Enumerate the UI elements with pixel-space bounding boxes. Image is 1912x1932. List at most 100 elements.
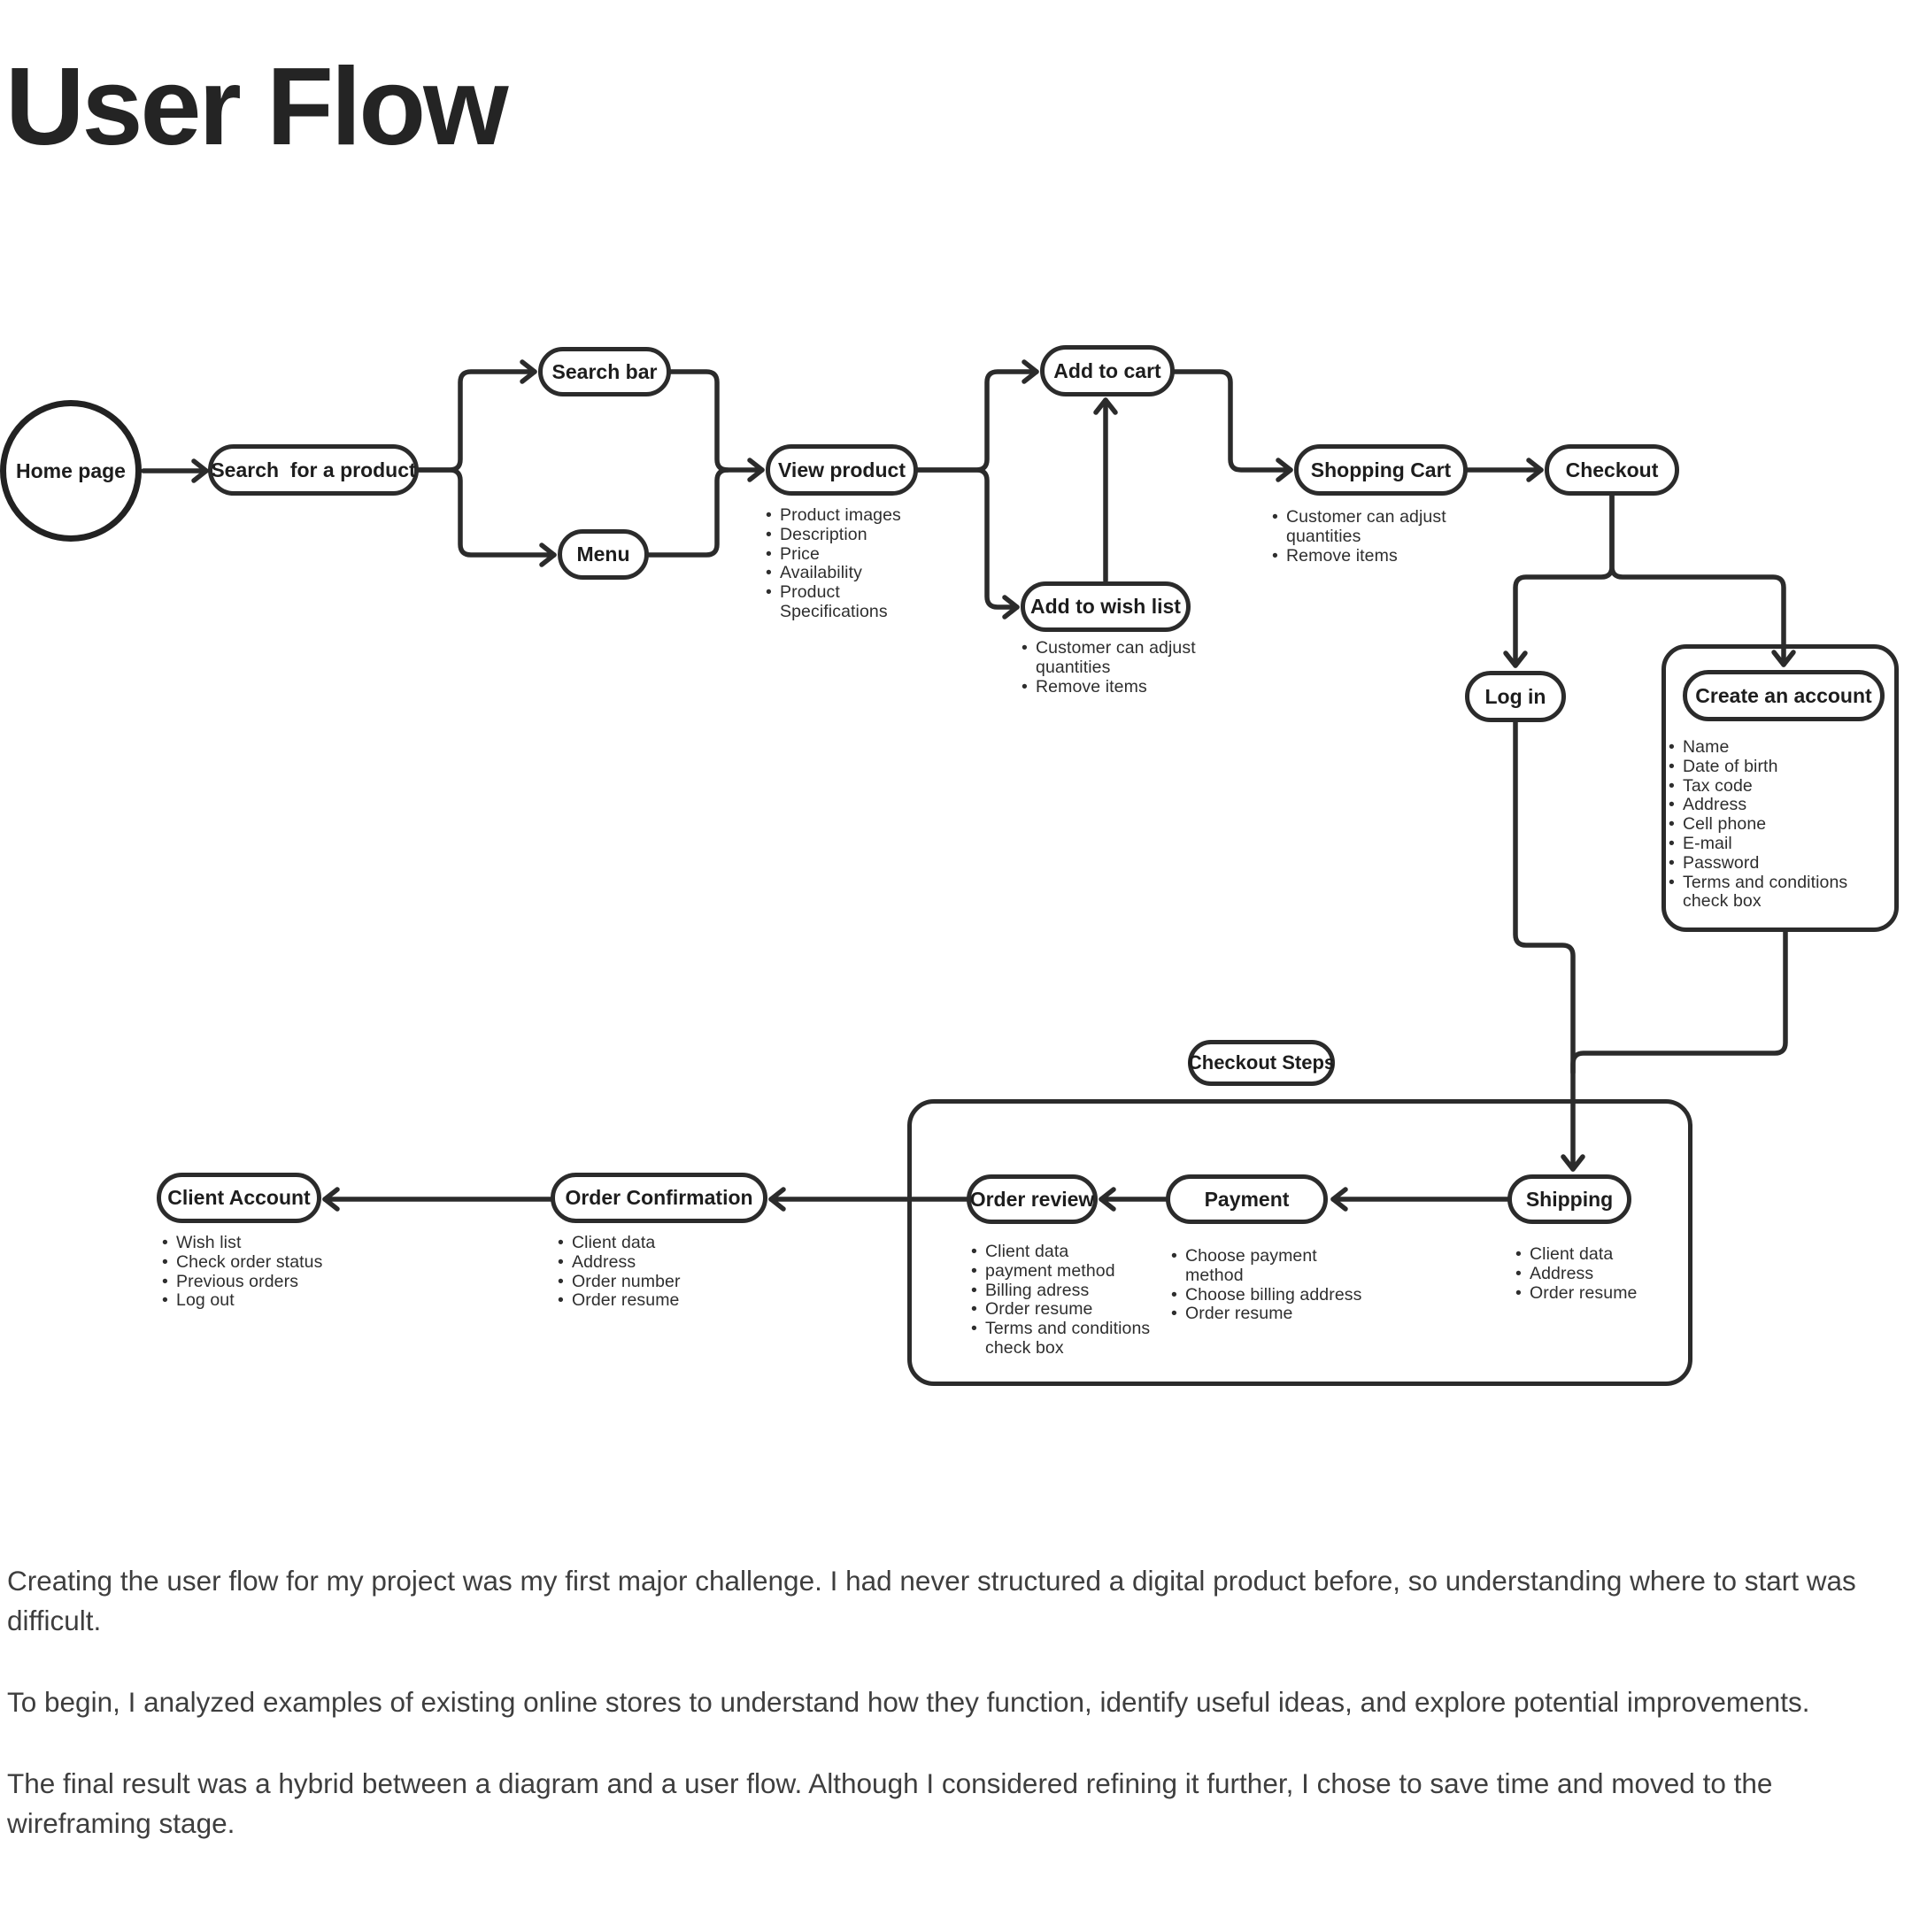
- client-account-details-list: Wish listCheck order statusPrevious orde…: [160, 1233, 355, 1311]
- list-item: Address: [556, 1252, 751, 1273]
- arrowhead-icon: [1022, 359, 1039, 384]
- node-order-confirmation: Order Confirmation: [551, 1173, 767, 1223]
- order-confirmation-details-list: Client dataAddressOrder numberOrder resu…: [556, 1233, 751, 1311]
- edge-searchbar-to-viewproduct: [668, 369, 765, 473]
- list-item: Order resume: [1169, 1305, 1391, 1324]
- list-item: Tax code: [1667, 776, 1879, 797]
- list-item: Order resume: [556, 1291, 751, 1311]
- node-label: Create an account: [1695, 683, 1872, 707]
- node-label: Payment: [1204, 1187, 1290, 1211]
- node-home-page: Home page: [0, 400, 142, 542]
- node-add-to-wish-list: Add to wish list: [1021, 581, 1191, 632]
- node-payment: Payment: [1166, 1174, 1328, 1224]
- edge-checkout-to-createaccount: [1609, 493, 1786, 667]
- node-view-product: View product: [766, 444, 918, 496]
- description-paragraph: Creating the user flow for my project wa…: [7, 1565, 1856, 1636]
- arrowhead-icon: [1099, 1187, 1116, 1212]
- arrowhead-icon: [1276, 458, 1293, 482]
- node-shipping: Shipping: [1507, 1174, 1631, 1224]
- list-item: Customer can adjust quantities: [1020, 638, 1250, 678]
- node-checkout-steps: Checkout Steps: [1188, 1040, 1335, 1086]
- description-paragraph: To begin, I analyzed examples of existin…: [7, 1686, 1810, 1718]
- list-item: Name: [1667, 737, 1879, 758]
- node-client-account: Client Account: [157, 1173, 321, 1223]
- arrowhead-icon: [1330, 1187, 1348, 1212]
- arrowhead-icon: [322, 1187, 340, 1212]
- edge-addtocart-to-shoppingcart: [1172, 369, 1293, 473]
- node-label: Menu: [576, 543, 630, 566]
- node-label: Order review: [969, 1187, 1095, 1211]
- node-label: Search for a product: [211, 458, 416, 481]
- list-item: payment method: [969, 1261, 1173, 1282]
- list-item: Client data: [556, 1233, 751, 1253]
- list-item: Previous orders: [160, 1272, 355, 1292]
- list-item: Terms and conditions check box: [969, 1319, 1173, 1359]
- list-item: Date of birth: [1667, 757, 1879, 777]
- edge-login-to-shipping: [1513, 720, 1576, 1172]
- arrowhead-icon: [1503, 650, 1528, 668]
- list-item: Choose billing address: [1169, 1285, 1391, 1305]
- list-item: Billing adress: [969, 1281, 1173, 1301]
- node-add-to-cart: Add to cart: [1040, 345, 1175, 396]
- arrowhead-icon: [747, 458, 765, 482]
- list-item: Wish list: [160, 1233, 355, 1253]
- node-label: Order Confirmation: [565, 1186, 753, 1209]
- node-checkout: Checkout: [1545, 444, 1679, 496]
- node-label: View product: [778, 458, 906, 481]
- node-log-in: Log in: [1465, 671, 1566, 722]
- node-label: Checkout Steps: [1187, 1051, 1336, 1074]
- arrowhead-icon: [1093, 397, 1118, 415]
- node-label: Add to cart: [1053, 358, 1161, 382]
- payment-details-list: Choose payment methodChoose billing addr…: [1169, 1246, 1391, 1324]
- list-item: Address: [1514, 1264, 1682, 1284]
- list-item: Order resume: [969, 1300, 1173, 1320]
- node-label: Shopping Cart: [1310, 458, 1452, 481]
- page-title: User Flow: [5, 46, 509, 168]
- edge-search-to-searchbar: [416, 369, 537, 473]
- node-label: Shipping: [1525, 1187, 1614, 1211]
- shopping-cart-details-list: Customer can adjust quantitiesRemove ite…: [1270, 507, 1500, 566]
- edge-checkout-to-login: [1513, 493, 1615, 668]
- arrowhead-icon: [520, 359, 537, 384]
- list-item: Availability: [764, 564, 941, 583]
- list-item: Address: [1667, 796, 1879, 815]
- edge-createaccount-to-shipping: [1570, 929, 1788, 1075]
- list-item: Terms and conditions check box: [1667, 873, 1879, 912]
- arrowhead-icon: [539, 543, 557, 567]
- list-item: Remove items: [1270, 546, 1500, 566]
- arrowhead-icon: [1526, 458, 1544, 482]
- list-item: Choose payment method: [1169, 1246, 1391, 1286]
- list-item: Check order status: [160, 1252, 355, 1273]
- list-item: E-mail: [1667, 834, 1879, 854]
- node-create-an-account: Create an account: [1683, 670, 1885, 721]
- edge-viewproduct-to-addtocart: [915, 369, 1039, 473]
- list-item: Log out: [160, 1291, 355, 1311]
- add-to-wish-list-details-list: Customer can adjust quantitiesRemove ite…: [1020, 638, 1250, 697]
- description-text-block: Creating the user flow for my project wa…: [7, 1561, 1901, 1885]
- view-product-details-list: Product imagesDescriptionPriceAvailabili…: [764, 505, 941, 622]
- list-item: Client data: [1514, 1244, 1682, 1265]
- node-search-bar: Search bar: [538, 347, 671, 396]
- list-item: Product Specifications: [764, 582, 941, 622]
- description-paragraph: The final result was a hybrid between a …: [7, 1767, 1773, 1839]
- edge-viewproduct-to-wishlist: [915, 467, 1020, 610]
- node-label: Add to wish list: [1030, 595, 1181, 618]
- edge-arrowheads: [191, 359, 1796, 1212]
- node-label: Log in: [1484, 684, 1546, 708]
- list-item: Product images: [764, 505, 941, 526]
- create-account-details-list: NameDate of birthTax codeAddressCell pho…: [1667, 737, 1879, 912]
- list-item: Description: [764, 525, 941, 545]
- node-label: Search bar: [551, 359, 658, 383]
- list-item: Client data: [969, 1242, 1173, 1262]
- node-order-review: Order review: [967, 1174, 1098, 1224]
- arrowhead-icon: [191, 458, 209, 483]
- list-item: Password: [1667, 853, 1879, 874]
- node-label: Checkout: [1565, 458, 1659, 481]
- node-search-for-a-product: Search for a product: [208, 444, 419, 496]
- list-item: Order resume: [1514, 1283, 1682, 1304]
- list-item: Remove items: [1020, 677, 1250, 697]
- edge-lines: [141, 369, 1788, 1202]
- edge-search-to-menu: [416, 467, 557, 558]
